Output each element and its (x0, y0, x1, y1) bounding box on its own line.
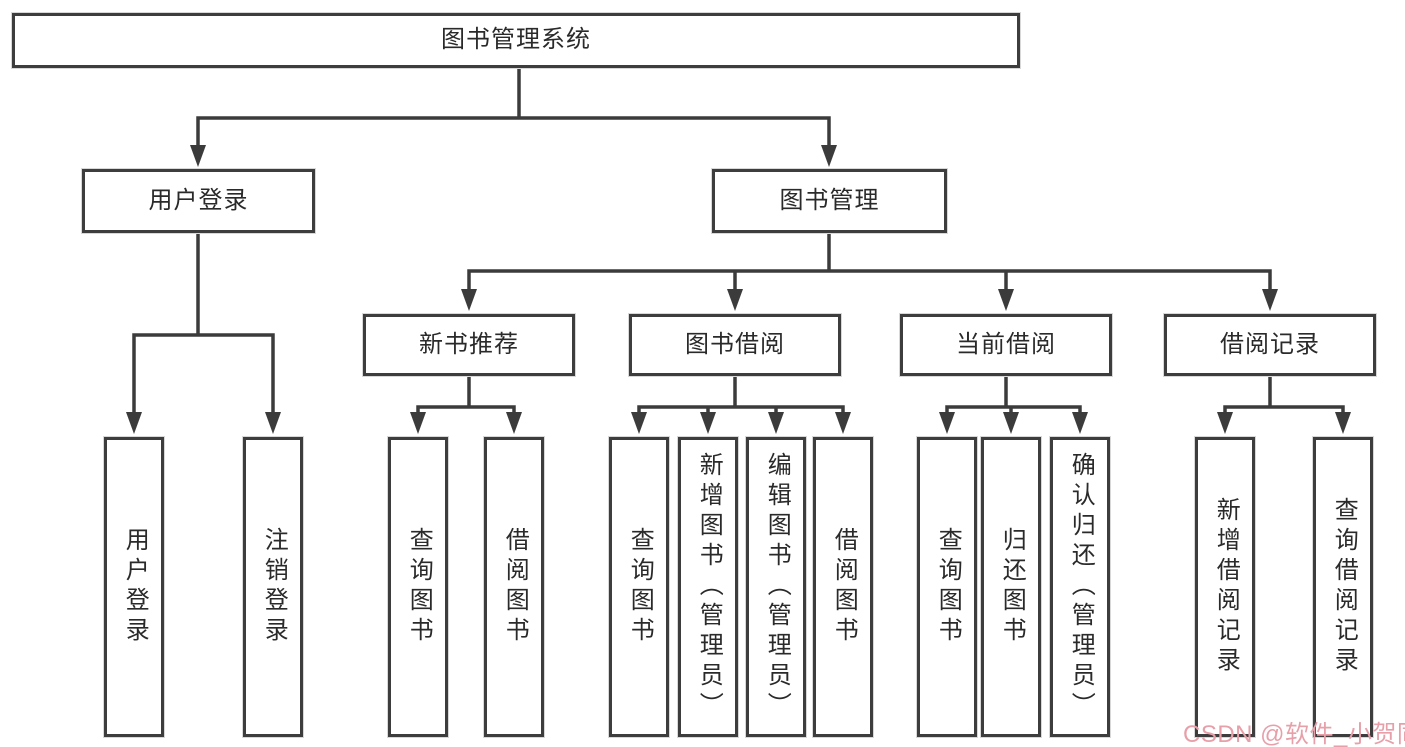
leaf-add-borrow-record: 新增借阅记录 (1195, 437, 1255, 737)
arrow-down-icon (631, 412, 647, 434)
leaf-borrow-books: 借阅图书 (484, 437, 544, 737)
node-label: 新增图书（管理员） (695, 452, 723, 722)
node-label: 图书借阅 (685, 330, 785, 358)
leaf-edit-books-admin: 编辑图书（管理员） (746, 437, 806, 737)
arrow-down-icon (461, 289, 477, 311)
arrow-down-icon (265, 412, 281, 434)
node-new-book-recommendation: 新书推荐 (363, 314, 575, 376)
leaf-user-login: 用户登录 (104, 437, 164, 737)
node-label: 查询借阅记录 (1330, 497, 1358, 677)
arrow-down-icon (835, 412, 851, 434)
node-label: 图书管理 (779, 186, 880, 214)
node-library-management-system: 图书管理系统 (12, 13, 1020, 68)
arrow-down-icon (1262, 289, 1278, 311)
node-borrowing-records: 借阅记录 (1164, 314, 1376, 376)
node-label: 新增借阅记录 (1212, 497, 1240, 677)
arrow-down-icon (1072, 412, 1088, 434)
leaf-query-books: 查询图书 (917, 437, 977, 737)
node-book-management: 图书管理 (712, 169, 947, 233)
node-label: 查询图书 (405, 527, 433, 647)
arrow-down-icon (190, 145, 206, 167)
arrow-down-icon (1003, 412, 1019, 434)
csdn-watermark: CSDN @软件_小贺同学 (1183, 721, 1405, 747)
connector-records-to-leaves (1223, 374, 1345, 416)
arrow-down-icon (126, 412, 142, 434)
arrow-down-icon (1335, 412, 1351, 434)
node-label: 查询图书 (626, 527, 654, 647)
connector-currentborrow-to-leaves (945, 374, 1082, 416)
arrow-down-icon (939, 412, 955, 434)
leaf-borrow-books: 借阅图书 (813, 437, 873, 737)
node-label: 借阅图书 (501, 527, 529, 647)
node-book-borrowing: 图书借阅 (629, 314, 841, 376)
node-label: 图书管理系统 (441, 26, 591, 54)
node-label: 编辑图书（管理员） (763, 452, 791, 722)
node-user-login: 用户登录 (82, 169, 315, 233)
node-label: 借阅记录 (1220, 330, 1320, 358)
node-label: 新书推荐 (419, 330, 519, 358)
arrow-down-icon (410, 412, 426, 434)
connector-bookborrow-to-leaves (637, 374, 845, 416)
arrow-down-icon (821, 145, 837, 167)
leaf-logout: 注销登录 (243, 437, 303, 737)
leaf-query-books: 查询图书 (609, 437, 669, 737)
arrow-down-icon (506, 412, 522, 434)
node-label: 借阅图书 (830, 527, 858, 647)
node-label: 用户登录 (148, 186, 249, 214)
node-current-borrowing: 当前借阅 (900, 314, 1112, 376)
arrow-down-icon (1217, 412, 1233, 434)
connector-userlogin-to-leaves (132, 231, 275, 416)
leaf-confirm-return-admin: 确认归还（管理员） (1050, 437, 1110, 737)
arrow-down-icon (998, 289, 1014, 311)
connector-bookmgmt-to-level2 (467, 231, 1272, 293)
leaf-return-books: 归还图书 (981, 437, 1041, 737)
arrow-down-icon (700, 412, 716, 434)
connector-root-to-level1 (196, 66, 831, 149)
arrow-down-icon (727, 289, 743, 311)
node-label: 注销登录 (260, 527, 288, 647)
leaf-query-books: 查询图书 (388, 437, 448, 737)
node-label: 确认归还（管理员） (1067, 452, 1095, 722)
leaf-query-borrow-record: 查询借阅记录 (1313, 437, 1373, 737)
leaf-add-books-admin: 新增图书（管理员） (678, 437, 738, 737)
node-label: 归还图书 (998, 527, 1026, 647)
node-label: 用户登录 (121, 527, 149, 647)
connector-newbook-to-leaves (416, 374, 516, 416)
node-label: 查询图书 (934, 527, 962, 647)
arrow-down-icon (768, 412, 784, 434)
node-label: 当前借阅 (956, 330, 1056, 358)
